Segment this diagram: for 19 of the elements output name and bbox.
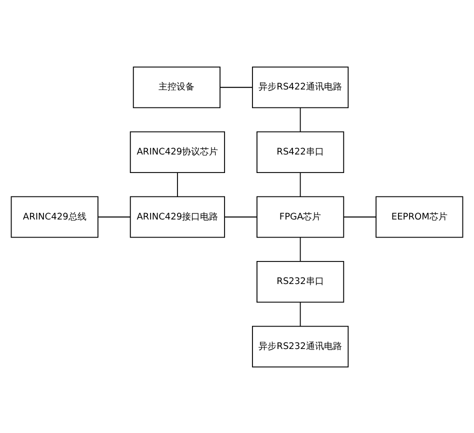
connector <box>220 86 253 88</box>
node-box: 异步RS232通讯电路 <box>252 325 349 367</box>
connector <box>224 216 258 217</box>
node-box: FPGA芯片 <box>256 196 344 238</box>
node-box: RS422串口 <box>256 130 344 172</box>
node-box: ARINC429总线 <box>10 196 98 238</box>
connector <box>300 106 301 132</box>
connector <box>98 216 131 217</box>
connector <box>344 216 376 217</box>
node-box: ARINC429协议芯片 <box>130 130 226 172</box>
connector <box>300 172 301 197</box>
node-box: ARINC429接口电路 <box>130 196 226 238</box>
node-box: 异步RS422通讯电路 <box>252 66 349 108</box>
connector <box>300 301 301 326</box>
connector <box>177 172 178 197</box>
node-box: EEPROM芯片 <box>376 196 464 238</box>
connector <box>300 236 301 262</box>
node-box: 主控设备 <box>132 66 220 108</box>
node-box: RS232串口 <box>256 260 344 302</box>
